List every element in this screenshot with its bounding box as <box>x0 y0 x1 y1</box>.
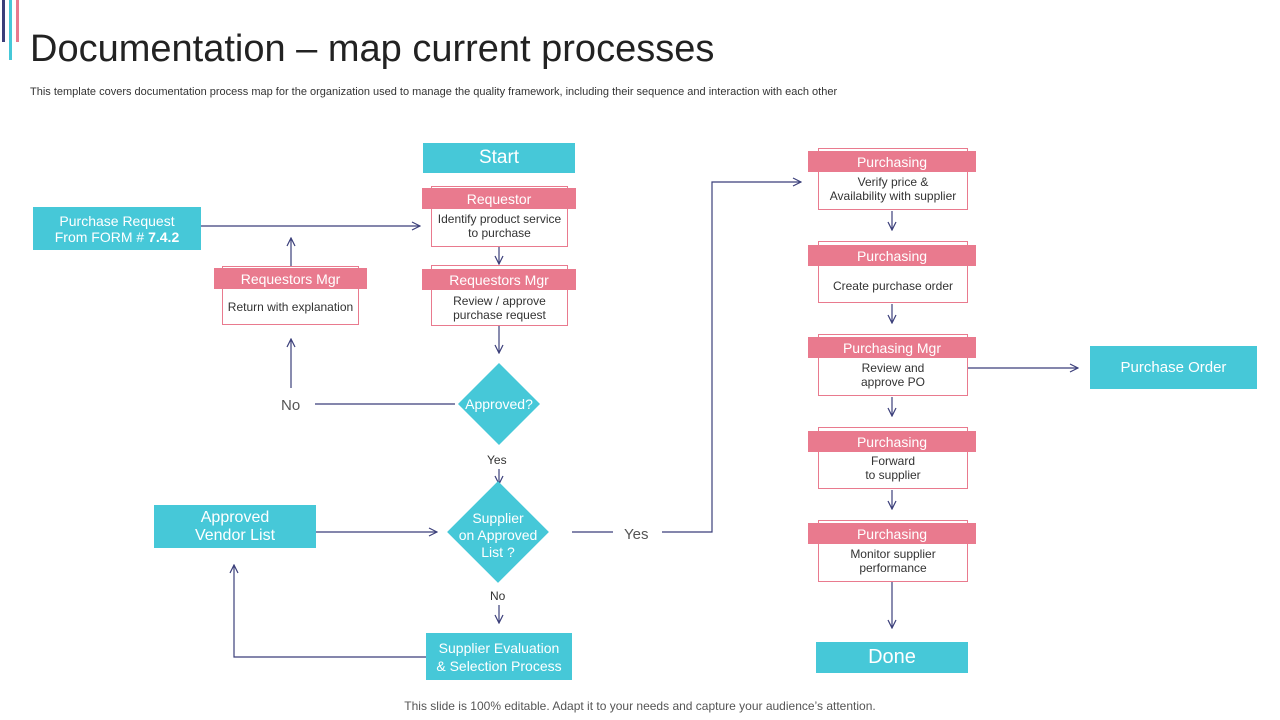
create-po-text: Create purchase order <box>832 279 954 293</box>
purchase-request-line1: Purchase Request <box>59 212 175 229</box>
connector-supplier-yes-right <box>662 182 801 533</box>
create-po-header: Purchasing <box>808 245 976 266</box>
page-title: Documentation – map current processes <box>30 28 715 70</box>
yes-label-approved: Yes <box>487 453 507 467</box>
done-node: Done <box>816 642 968 673</box>
purchase-request-line2: From FORM # 7.4.2 <box>55 229 179 245</box>
no-label-supplier: No <box>490 589 506 603</box>
monitor-text: Monitor supplier performance <box>850 547 936 575</box>
verify-price-header: Purchasing <box>808 151 976 172</box>
requestors-mgr-return-header: Requestors Mgr <box>214 268 367 289</box>
approved-vendor-list-node: Approved Vendor List <box>154 505 316 548</box>
page-subtitle: This template covers documentation proce… <box>30 86 838 98</box>
no-label: No <box>281 397 301 414</box>
forward-text: Forward to supplier <box>865 454 921 482</box>
start-node: Start <box>423 143 575 173</box>
purchase-request-node: Purchase Request From FORM # 7.4.2 <box>33 207 201 250</box>
supplier-decision-label: Supplier on Approved List ? <box>458 509 538 560</box>
purchase-order-node: Purchase Order <box>1090 346 1257 389</box>
review-po-text: Review and approve PO <box>860 361 926 389</box>
accent-bar-pink <box>16 0 19 42</box>
verify-price-text: Verify price & Availability with supplie… <box>829 175 957 203</box>
connector-evaluation-to-vendorlist <box>234 565 427 658</box>
accent-bar-navy <box>2 0 5 42</box>
purchase-request-prefix: From FORM # <box>54 228 149 245</box>
accent-bar-teal <box>9 0 12 60</box>
review-po-header: Purchasing Mgr <box>808 337 976 358</box>
approved-decision-label: Approved? <box>465 395 533 412</box>
requestors-mgr-review-text: Review / approve purchase request <box>453 293 546 322</box>
purchase-request-form-number: 7.4.2 <box>148 228 180 245</box>
forward-header: Purchasing <box>808 431 976 452</box>
footer-note: This slide is 100% editable. Adapt it to… <box>404 699 876 713</box>
monitor-header: Purchasing <box>808 523 976 544</box>
supplier-evaluation-node: Supplier Evaluation & Selection Process <box>426 633 572 680</box>
requestor-header: Requestor <box>422 188 576 209</box>
requestors-mgr-review-header: Requestors Mgr <box>422 269 576 290</box>
requestors-mgr-return-text: Return with explanation <box>227 299 354 314</box>
requestor-text: Identify product service to purchase <box>437 211 562 240</box>
yes-label-supplier: Yes <box>624 526 649 543</box>
